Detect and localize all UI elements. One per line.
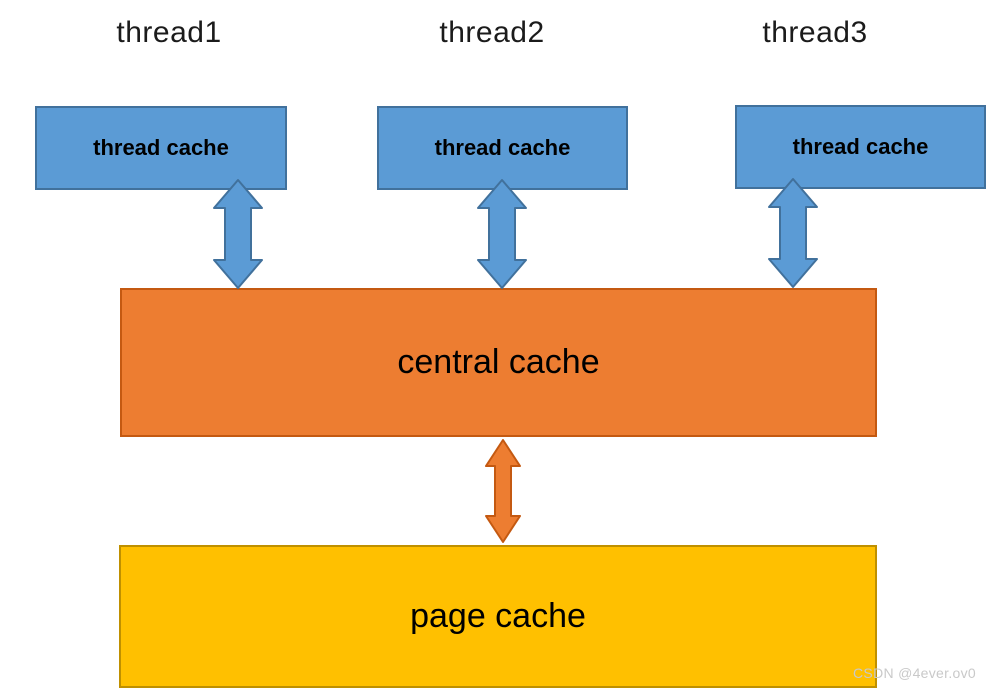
bidirectional-arrow-icon-thread1-central [213, 179, 263, 289]
thread1-title: thread1 [116, 16, 222, 49]
thread3-title: thread3 [762, 16, 868, 49]
thread-cache-label-2: thread cache [434, 135, 571, 160]
bidirectional-arrow-icon-central-page [485, 439, 521, 543]
bidirectional-arrow-icon-thread2-central [477, 179, 527, 289]
thread-cache-label-1: thread cache [93, 135, 229, 160]
bidirectional-arrow-icon-thread3-central [768, 178, 818, 288]
page-cache-box: page cache [119, 545, 877, 688]
watermark: CSDN @4ever.ov0 [853, 665, 976, 681]
thread-cache-box-3: thread cache [735, 105, 986, 189]
central-cache-box: central cache [120, 288, 877, 437]
thread2-title: thread2 [439, 16, 545, 49]
central-cache-label: central cache [397, 343, 600, 381]
thread-cache-label-3: thread cache [792, 134, 929, 159]
page-cache-label: page cache [410, 597, 586, 635]
thread-cache-box-1: thread cache [35, 106, 287, 190]
